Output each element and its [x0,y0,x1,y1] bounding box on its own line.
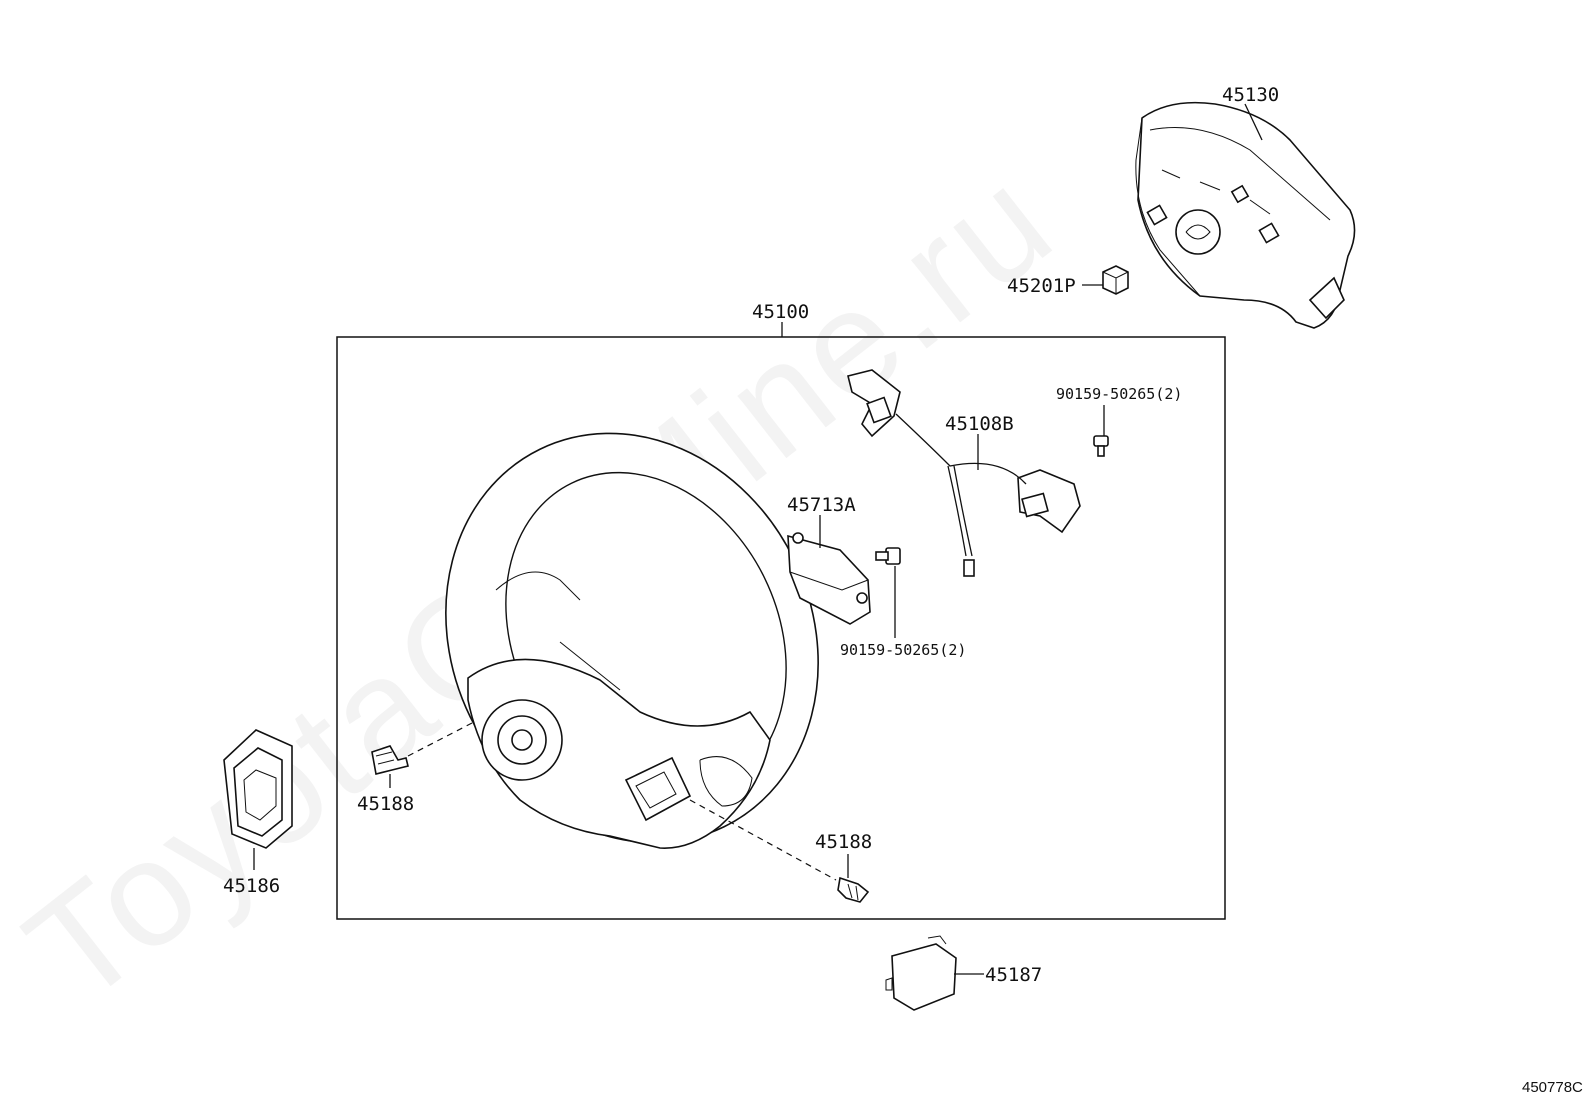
figure-code: 450778C [1522,1079,1583,1096]
callout-screw-lower[interactable]: 90159-50265(2) [840,641,966,659]
switch-assembly-part[interactable] [787,532,871,625]
emblem-part[interactable] [223,729,293,849]
screw-lower-part[interactable] [875,547,901,565]
callout-45130[interactable]: 45130 [1222,84,1279,106]
callout-screw-upper[interactable]: 90159-50265(2) [1056,385,1182,403]
assembly-frame [336,336,1226,920]
airbag-pad-part[interactable] [1135,101,1356,329]
nut-part[interactable] [1102,265,1129,295]
steering-wheel-part[interactable] [378,370,886,905]
callout-45100[interactable]: 45100 [752,301,809,323]
dashed-line-left [407,721,475,757]
callout-45187[interactable]: 45187 [985,964,1042,986]
callout-45186[interactable]: 45186 [223,875,280,897]
plug-right-part[interactable] [837,876,870,903]
callout-45713a[interactable]: 45713A [787,494,856,516]
dashed-line-right [689,799,837,881]
plug-left-part[interactable] [371,745,409,775]
callout-45188-right[interactable]: 45188 [815,831,872,853]
callout-45108b[interactable]: 45108B [945,413,1014,435]
screw-upper-part[interactable] [1093,435,1109,457]
callout-45188-left[interactable]: 45188 [357,793,414,815]
cover-part[interactable] [885,935,957,1011]
wire-harness-part[interactable] [847,369,1081,577]
callout-45201p[interactable]: 45201P [1007,275,1076,297]
leader-45130 [1244,103,1263,141]
